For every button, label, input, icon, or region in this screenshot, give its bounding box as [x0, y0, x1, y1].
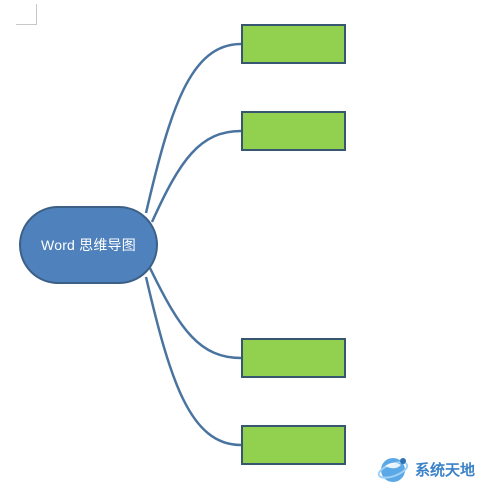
- connector-branch-4: [144, 276, 242, 447]
- watermark-text: 系统天地: [415, 460, 476, 479]
- branch-node-2[interactable]: [241, 111, 346, 151]
- branch-node-3[interactable]: [241, 338, 346, 378]
- central-topic-label: Word 思维导图: [41, 237, 136, 253]
- globe-logo-icon: [377, 458, 409, 482]
- connector-branch-2: [150, 129, 242, 223]
- central-topic-node[interactable]: Word 思维导图: [19, 206, 158, 284]
- watermark-logo-badge: 系统天地: [377, 452, 485, 486]
- branch-node-1[interactable]: [241, 24, 346, 64]
- branch-node-4[interactable]: [241, 425, 346, 465]
- connector-branch-1: [144, 42, 242, 214]
- connector-branch-3: [148, 267, 242, 360]
- page-corner-marker: [16, 4, 37, 25]
